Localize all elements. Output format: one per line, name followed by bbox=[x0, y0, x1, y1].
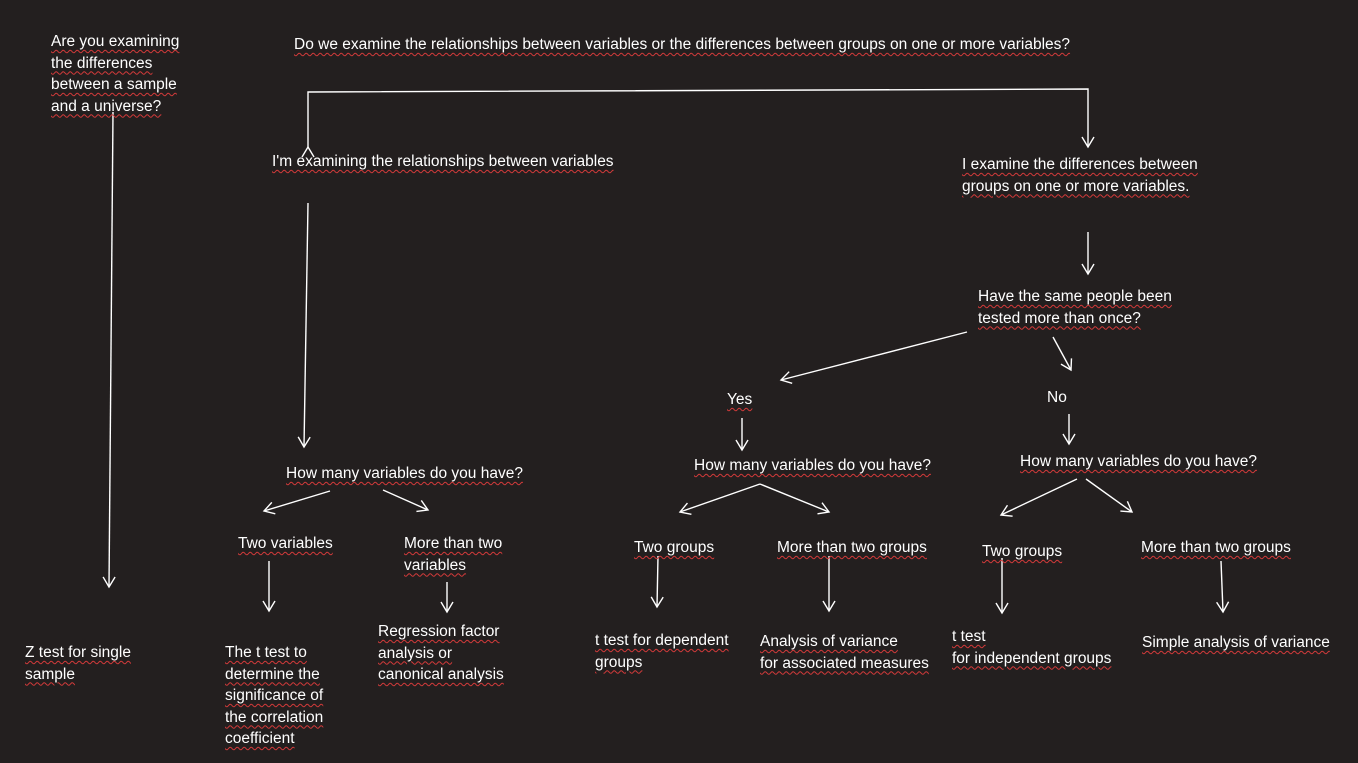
same-people-question: Have the same people been tested more th… bbox=[978, 288, 1172, 327]
no-more-than-two-groups-option: More than two groups bbox=[1141, 539, 1291, 556]
arrow-same-people-to-yes bbox=[779, 331, 968, 384]
no-two-groups-option: Two groups bbox=[982, 543, 1063, 560]
arrow-relationships-to-howmany bbox=[297, 202, 311, 449]
no-how-many-question: How many variables do you have? bbox=[1020, 453, 1257, 470]
differences-branch: I examine the differences between groups… bbox=[962, 156, 1198, 195]
arrow-no-more-groups-to-anova bbox=[1216, 560, 1230, 614]
t-test-dependent-result: t test for dependent groups bbox=[595, 632, 729, 671]
arrow-yes-howmany-to-more-groups bbox=[759, 483, 831, 515]
t-test-correlation-result: The t test to determine the significance… bbox=[225, 644, 324, 747]
yes-two-groups-option: Two groups bbox=[634, 539, 715, 556]
root-bracket-line bbox=[301, 88, 1095, 158]
simple-anova-result: Simple analysis of variance bbox=[1142, 634, 1330, 651]
relationships-branch: I'm examining the relationships between … bbox=[272, 153, 614, 170]
more-than-two-variables-option: More than two variables bbox=[404, 535, 503, 574]
root-question: Do we examine the relationships between … bbox=[294, 36, 1071, 53]
regression-result: Regression factor analysis or canonical … bbox=[378, 623, 504, 683]
relationships-how-many-question: How many variables do you have? bbox=[286, 465, 523, 482]
arrow-no-howmany-to-two-groups bbox=[999, 478, 1078, 517]
arrow-howmany-to-two-variables bbox=[262, 490, 331, 515]
yes-label: Yes bbox=[727, 391, 753, 408]
two-variables-option: Two variables bbox=[238, 535, 333, 552]
z-test-result: Z test for single sample bbox=[25, 644, 131, 683]
yes-more-than-two-groups-option: More than two groups bbox=[777, 539, 927, 556]
arrow-no-howmany-to-more-groups bbox=[1085, 478, 1134, 513]
anova-associated-result: Analysis of variance for associated meas… bbox=[760, 633, 929, 672]
arrow-same-people-to-no bbox=[1052, 336, 1073, 372]
arrow-yes-howmany-to-two-groups bbox=[678, 483, 761, 516]
arrow-yes-two-groups-to-ttest bbox=[650, 555, 664, 609]
yes-how-many-question: How many variables do you have? bbox=[694, 457, 931, 474]
arrow-howmany-to-more-variables bbox=[382, 489, 430, 513]
arrow-sample-to-ztest bbox=[102, 111, 116, 589]
no-label: No bbox=[1047, 389, 1067, 406]
sample-universe-question: Are you examining the differences betwee… bbox=[51, 33, 180, 115]
t-test-independent-result: t test for independent groups bbox=[952, 628, 1112, 667]
